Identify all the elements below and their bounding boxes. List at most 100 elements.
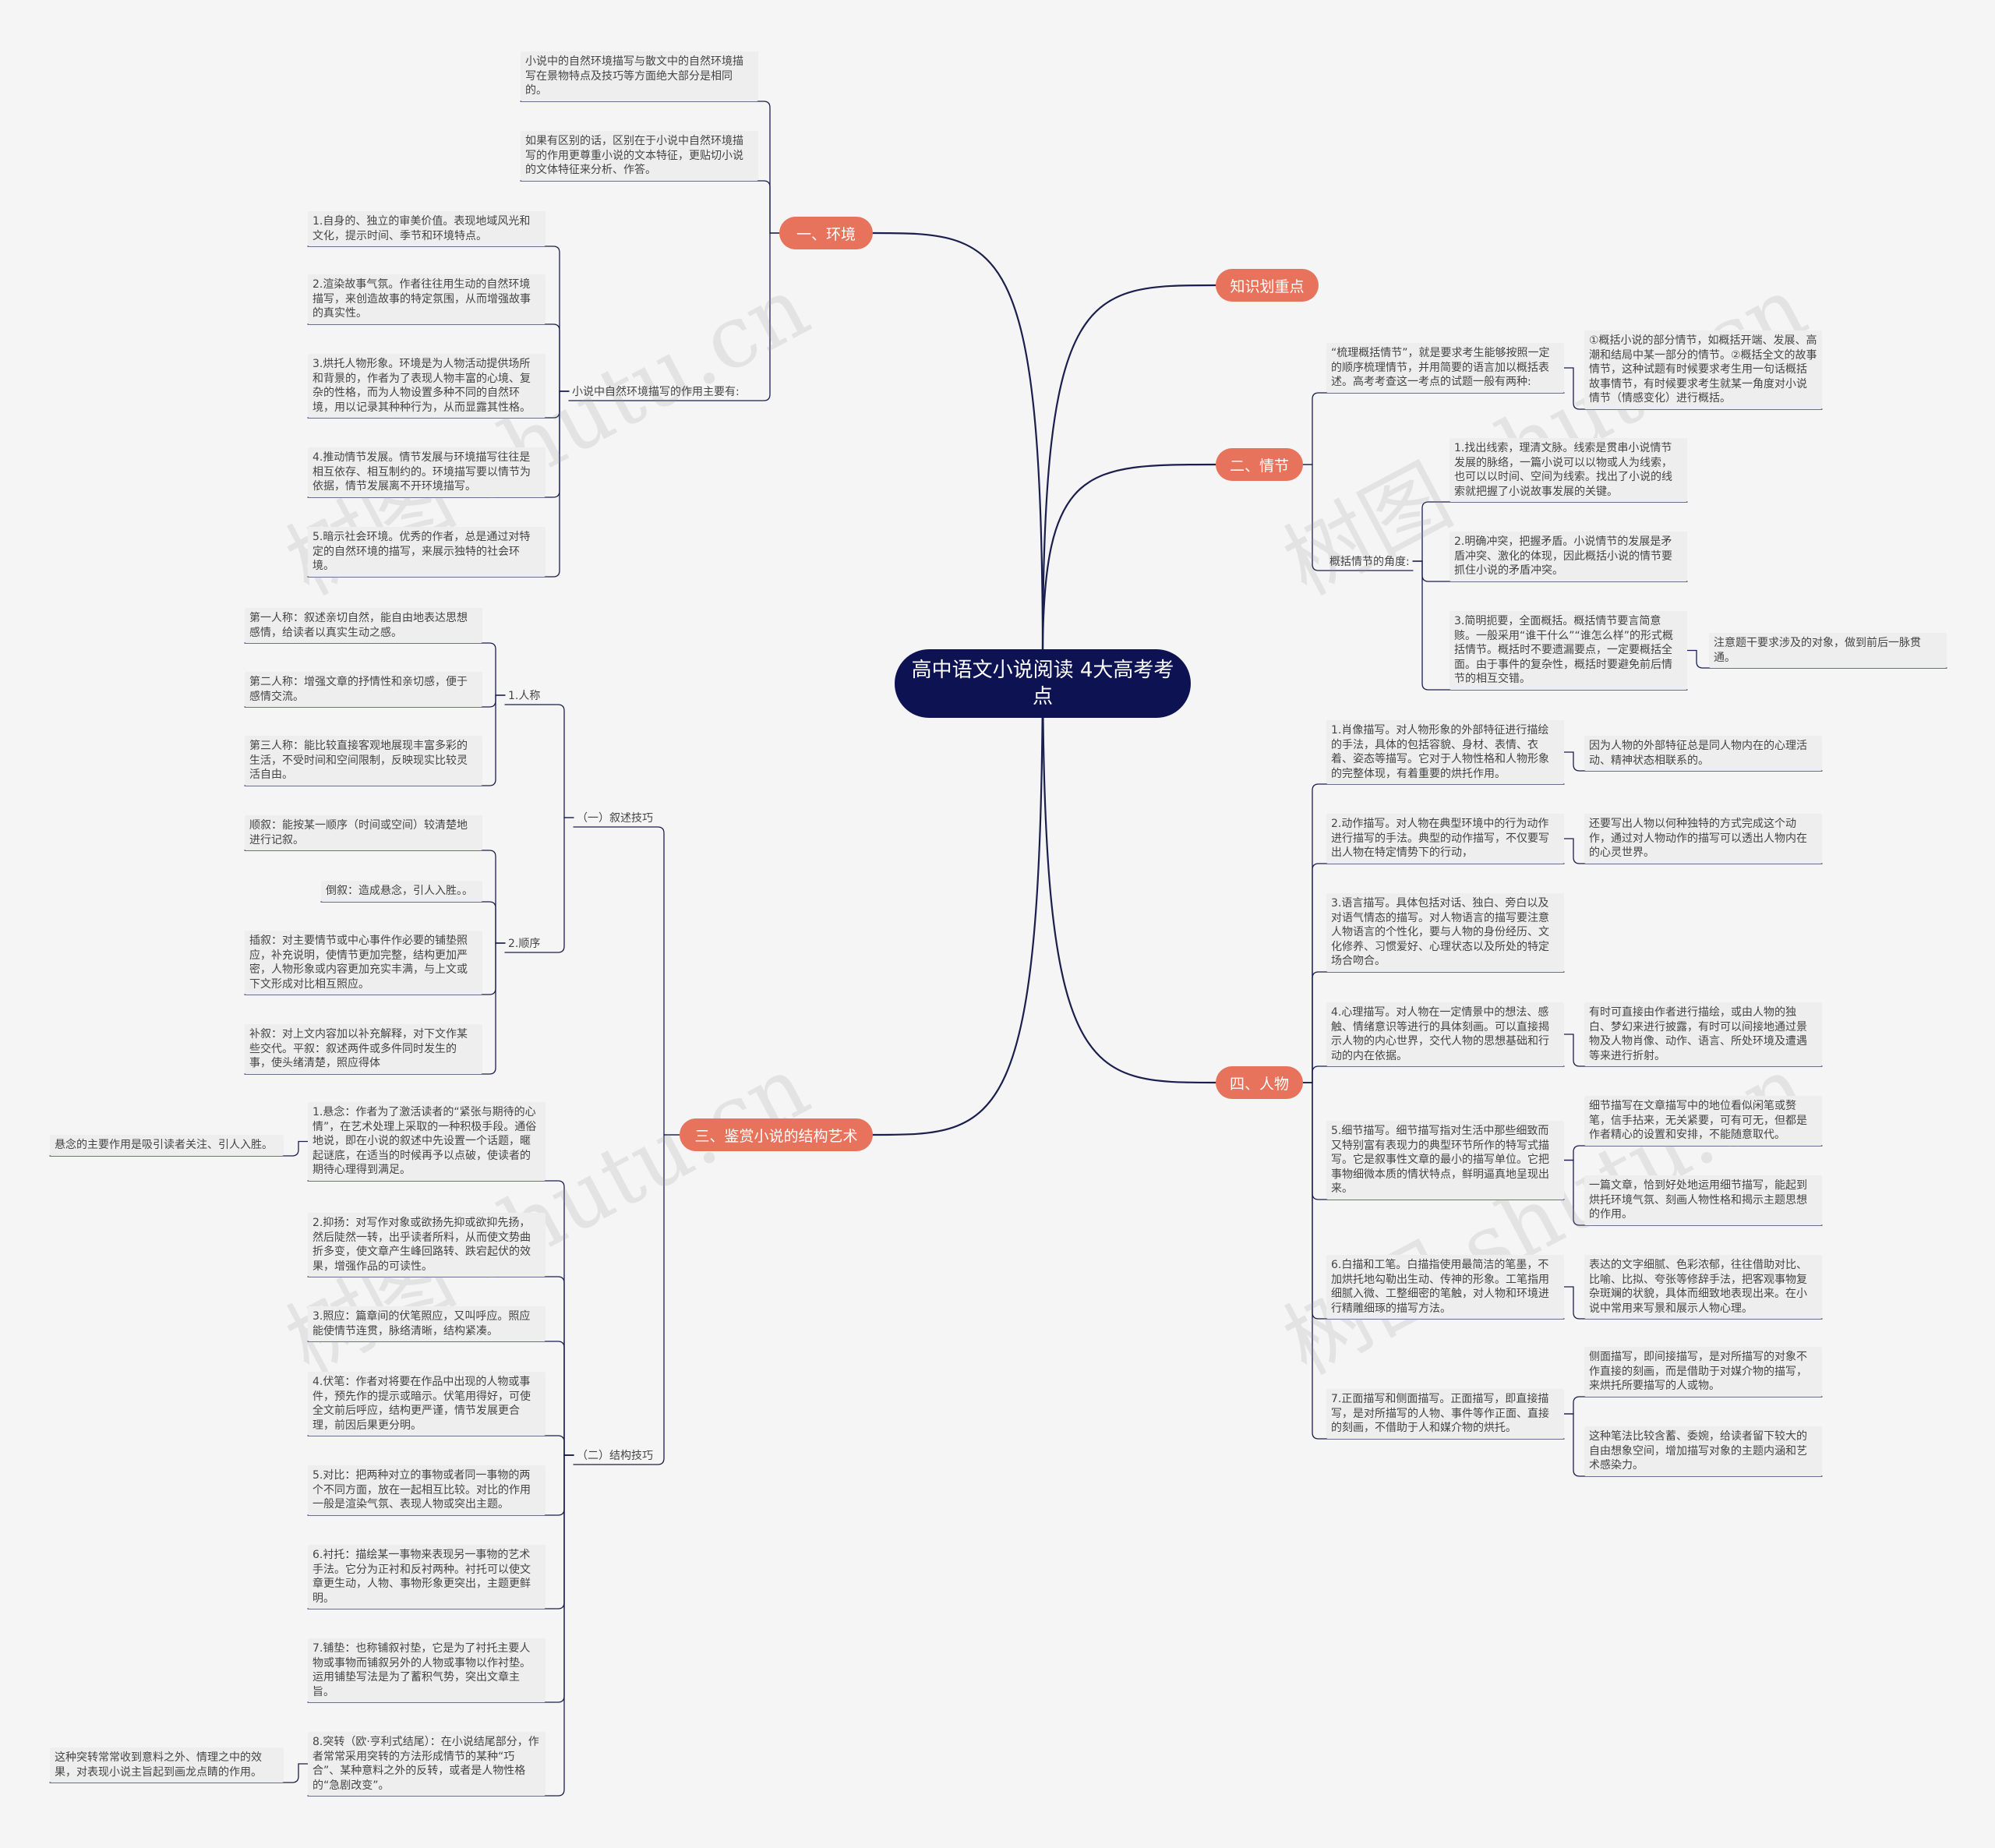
connector [307,1276,574,1456]
connector [244,642,506,696]
character-method: 6.白描和工笔。白描指使用最简洁的笔墨，不加烘托地勾勒出生动、传神的形象。工笔指… [1326,1255,1564,1319]
env-role-item: 4.推动情节发展。情节发展与环境描写往往是相互依存、相互制约的。环境描写要以情节… [308,447,546,497]
character-method-detail: 细节描写在文章描写中的地位看似闲笔或赘笔，信手拈来，无关紧要，可有可无，但都是作… [1584,1096,1822,1146]
structure-skills-label: （二）结构技巧 [577,1450,653,1462]
plot-angle-item: 2.明确冲突，把握矛盾。小说情节的发展是矛盾冲突、激化的体现，因此概括小说的情节… [1449,532,1687,581]
character-method-detail: 侧面描写，即间接描写，是对所描写的对象不作直接的刻画，而是借助于对媒介物的描写，… [1584,1347,1822,1397]
character-method-detail: 还要写出人物以何种独特的方式完成这个动作，通过对人物动作的描写可以透出人物内在的… [1584,814,1822,864]
connector [871,231,1044,659]
connector [1041,284,1217,659]
connector [1041,655,1217,1084]
env-note: 小说中的自然环境描写与散文中的自然环境描写在景物特点及技巧等方面绝大部分是相同的… [521,51,758,101]
plot-note: “梳理概括情节”，就是要求考生能够按照一定的顺序梳理情节，并用简要的语言加以概括… [1326,343,1564,393]
connector [307,246,570,392]
structure-skill-item: 6.衬托：描绘某一事物来表现另一事物的艺术手法。它分为正衬和反衬两种。衬托可以使… [308,1545,546,1609]
plot-angle-item: 1.找出线索，理清文脉。线索是贯串小说情节发展的脉络，一篇小说可以以物或人为线索… [1449,438,1687,502]
connector [1041,463,1217,659]
structure-skill-item: 3.照应：篇章间的伏笔照应，又叫呼应。照应能使情节连贯，脉络清晰，结构紧凑。 [308,1306,546,1341]
connector [307,1435,574,1456]
branch-plot[interactable]: 二、情节 [1216,448,1303,481]
connector [1563,1034,1823,1067]
plot-angle-item: 3.简明扼要，全面概括。概括情节要言简意赅。一般采用“谁干什么”“谁怎么样”的形… [1449,611,1687,690]
narration-skills-label: （一）叙述技巧 [577,812,653,825]
connector [573,826,680,1136]
character-method: 2.动作描写。对人物在典型环境中的行为动作进行描写的手法。典型的动作描写，不仅要… [1326,814,1564,864]
connector [1563,367,1823,410]
connector [1412,560,1688,691]
connector [307,1341,574,1456]
branch-structure-art[interactable]: 三、鉴赏小说的结构艺术 [680,1118,873,1151]
character-method: 1.肖像描写。对人物形象的外部特征进行描绘的手法，具体的包括容貌、身材、表情、衣… [1326,720,1564,784]
plot-angle-label: 概括情节的角度: [1329,556,1410,568]
character-method: 7.正面描写和侧面描写。正面描写，即直接描写，是对所描写的人物、事件等作正面、直… [1326,1389,1564,1439]
connector [1302,1082,1565,1440]
connector [1302,464,1414,571]
connector [504,704,574,818]
connector [520,101,780,234]
character-method-detail: 这种笔法比较含蓄、委婉，给读者留下较大的自由想象空间，增加描写对象的主题内涵和艺… [1584,1426,1822,1476]
structure-skill-item: 8.突转（欧·亨利式结尾）：在小说结尾部分，作者常常采用突转的方法形成情节的某种… [308,1732,546,1796]
character-method-detail: 有时可直接由作者进行描绘，或由人物的独白、梦幻来进行披露，有时可以间接地通过景物… [1584,1002,1822,1066]
structure-skill-item: 7.铺垫：也称铺叙衬垫，它是为了衬托主要人物或事物而铺叙另外的人物或事物以作衬垫… [308,1638,546,1702]
character-method-detail: 一篇文章，恰到好处地运用细节描写，能起到烘托环境气氛、刻画人物性格和揭示主题思想… [1584,1175,1822,1225]
connector [307,1180,574,1456]
person-item: 第二人称：增强文章的抒情性和亲切感，便于感情交流。 [245,672,482,707]
order-item: 倒叙：造成悬念，引人入胜。。 [321,881,482,902]
connector [871,655,1044,1136]
order-item: 插叙：对主要情节或中心事件作必要的铺垫照应，补充说明，使情节更加完整，结构更加严… [245,931,482,995]
connector [520,180,780,234]
connector [244,694,506,786]
structure-skill-item: 5.对比：把两种对立的事物或者同一事物的两个不同方面，放在一起相互比较。对比的作… [308,1465,546,1515]
connector [49,1763,309,1783]
connector [1563,751,1823,772]
branch-key-points[interactable]: 知识划重点 [1216,269,1319,302]
env-role-label: 小说中自然环境描写的作用主要有: [572,386,740,398]
structure-skill-item: 2.抑扬：对写作对象或欲扬先抑或欲抑先扬，然后陡然一转，出乎读者所料，从而使文势… [308,1213,546,1277]
character-method: 5.细节描写。细节描写指对生活中那些细致而又特别富有表现力的典型环节所作的特写式… [1326,1121,1564,1200]
branch-environment[interactable]: 一、环境 [779,217,873,249]
root-topic[interactable]: 高中语文小说阅读 4大高考考点 [895,649,1191,718]
connector [1563,1396,1823,1415]
character-method: 4.心理描写。对人物在一定情景中的想法、感触、情绪意识等进行的具体刻画。可以直接… [1326,1002,1564,1066]
env-role-item: 1.自身的、独立的审美价值。表现地域风光和文化，提示时间、季节和环境特点。 [308,211,546,246]
connector [573,1134,680,1465]
order-item: 补叙：对上文内容加以补充解释，对下文作某些交代。平叙：叙述两件或多件同时发生的事… [245,1024,482,1074]
connector [1686,649,1947,669]
connector [49,1140,309,1157]
connector [1563,1145,1823,1161]
connector [1563,1413,1823,1477]
connector [307,1454,574,1797]
connector [244,942,506,1075]
structure-skill-note: 悬念的主要作用是吸引读者关注、引人入胜。 [50,1135,284,1156]
character-method-detail: 因为人物的外部特征总是同人物内在的心理活动、精神状态相联系的。 [1584,736,1822,771]
connector [1302,971,1565,1083]
connector [320,901,506,944]
order-item: 顺叙：能按某一顺序（时间或空间）较清楚地进行记叙。 [245,815,482,850]
order-label: 2.顺序 [508,938,541,950]
person-item: 第三人称：能比较直接客观地展现丰富多彩的生活，不受时间和空间限制，反映现实比较灵… [245,736,482,786]
env-role-item: 5.暗示社会环境。优秀的作者，总是通过对特定的自然环境的描写，来展示独特的社会环… [308,527,546,577]
structure-skill-item: 1.悬念：作者为了激活读者的“紧张与期待的心情”，在艺术处理上采取的一种积极手段… [308,1102,546,1181]
connector [504,817,574,953]
env-role-item: 3.烘托人物形象。环境是为人物活动提供场所和背景的，作者为了表现人物丰富的心境、… [308,354,546,418]
connector [1302,783,1565,1083]
character-method-detail: 表达的文字细腻、色彩浓郁，往往借助对比、比喻、比拟、夸张等修辞手法，把客观事物复… [1584,1255,1822,1319]
connector [1302,1065,1565,1083]
connector [1563,838,1823,864]
connector [307,323,570,392]
plot-angle-tip: 注意题干要求涉及的对象，做到前后一脉贯通。 [1709,633,1947,668]
env-role-item: 2.渲染故事气氛。作者往往用生动的自然环境描写，来创造故事的特定氛围，从而增强故… [308,274,546,324]
connector [1302,863,1565,1083]
connector [1412,501,1688,562]
character-method: 3.语言描写。具体包括对话、独白、旁白以及对语气情态的描写。对人物语言的描写要注… [1326,893,1564,972]
connector [1563,1159,1823,1226]
connector [568,232,780,401]
connector [1563,1286,1823,1320]
person-label: 1.人称 [508,690,541,702]
connector [307,390,570,578]
connector [1302,392,1565,465]
branch-character[interactable]: 四、人物 [1216,1066,1303,1099]
plot-note-detail: ①概括小说的部分情节，如概括开端、发展、高潮和结局中某一部分的情节。②概括全文的… [1584,330,1822,409]
structure-skill-item: 4.伏笔：作者对将要在作品中出现的人物或事件，预先作的提示或暗示。伏笔用得好，可… [308,1372,546,1436]
